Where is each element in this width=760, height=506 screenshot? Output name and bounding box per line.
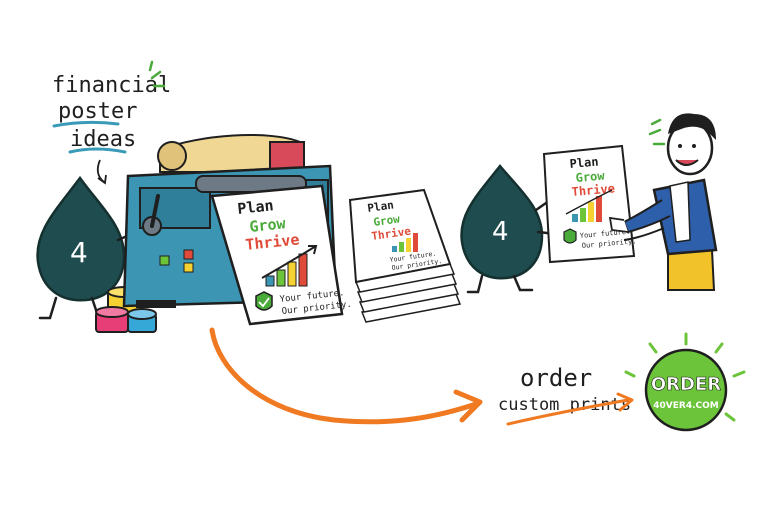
cta-line-1: order bbox=[520, 364, 592, 392]
arrow-head bbox=[453, 389, 483, 423]
cta-arrow bbox=[506, 398, 630, 426]
order-badge-label[interactable]: ORDER bbox=[651, 374, 722, 396]
badge-burst-icon bbox=[624, 332, 746, 422]
sparkle-icon bbox=[148, 60, 166, 88]
customer-sparkle-icon bbox=[648, 118, 666, 146]
order-badge[interactable]: ORDER 40VER4.COM bbox=[624, 332, 746, 432]
order-badge-url[interactable]: 40VER4.COM bbox=[653, 401, 719, 411]
stack-top-poster bbox=[348, 188, 452, 284]
poster-word-3: Thrive bbox=[245, 230, 301, 254]
order-badge-circle[interactable] bbox=[644, 348, 728, 432]
cta-line-2: custom prints bbox=[498, 395, 631, 415]
stack-word-1: Plan bbox=[367, 198, 395, 215]
mascot-leg-left bbox=[38, 296, 58, 320]
poster-bar-chart bbox=[261, 245, 318, 287]
poster-word-2: Grow bbox=[249, 214, 288, 236]
poster-handed: Plan Grow Thrive Your future. Our priori… bbox=[542, 144, 637, 264]
caption-underline-2 bbox=[68, 147, 127, 154]
poster-main: Plan Grow Thrive Your future. Our priori… bbox=[210, 184, 352, 326]
customer-hair bbox=[668, 113, 716, 140]
arrow-path bbox=[209, 327, 479, 425]
caption-underline bbox=[52, 120, 120, 128]
shield-icon bbox=[255, 291, 273, 311]
stack-word-3: Thrive bbox=[371, 225, 413, 243]
poster-sheet bbox=[210, 184, 344, 326]
customer-pants bbox=[667, 249, 716, 291]
cta: order custom prints bbox=[498, 364, 634, 426]
ink-drop-body bbox=[36, 175, 126, 302]
mascot-number: 4 bbox=[70, 236, 88, 269]
handed-word-2: Grow bbox=[575, 168, 606, 185]
flow-arrow bbox=[209, 327, 483, 425]
caption: financial poster ideas bbox=[52, 60, 171, 185]
ink-drop-mascot-left: 4 bbox=[36, 175, 138, 320]
stack-word-2: Grow bbox=[373, 212, 401, 229]
poster-word-1: Plan bbox=[237, 196, 275, 218]
ink-drop-mascot-right: 4 bbox=[460, 164, 558, 294]
handed-word-1: Plan bbox=[569, 155, 599, 171]
caption-line-2: poster bbox=[58, 99, 137, 124]
customer bbox=[608, 113, 718, 291]
poster-stack: Plan Grow Thrive Your future. Our priori… bbox=[348, 188, 462, 323]
mascot-number-right: 4 bbox=[492, 217, 509, 247]
